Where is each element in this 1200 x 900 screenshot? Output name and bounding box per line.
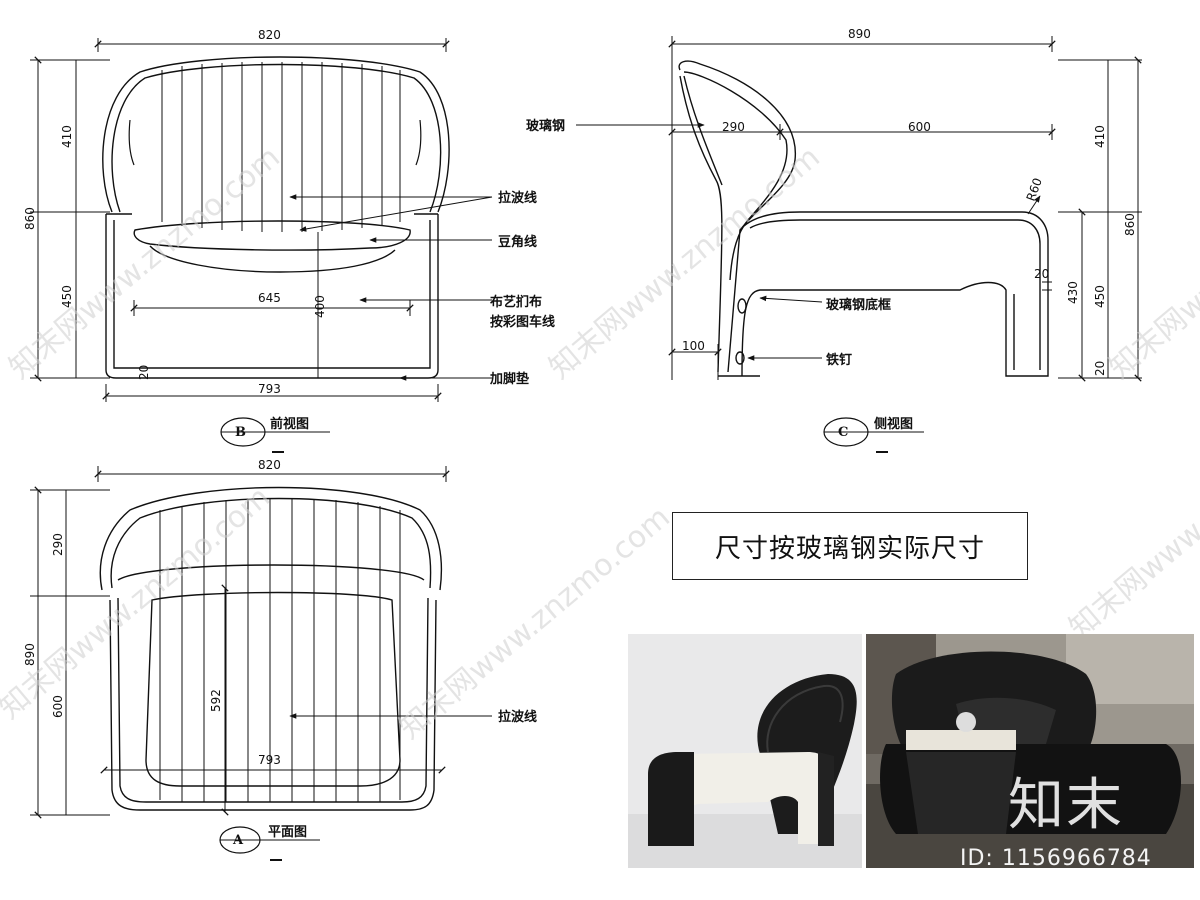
side-dim-leg-width: 100 <box>682 339 705 353</box>
side-labels: 玻璃钢 玻璃钢底框 铁钉 <box>526 118 891 368</box>
front-dim-seat-depth: 400 <box>313 295 327 318</box>
plan-view-title: A 平面图 <box>219 825 320 861</box>
plan-dim-inner-width: 793 <box>258 753 281 767</box>
plan-pleats <box>159 498 401 802</box>
plan-view-marker: A <box>232 833 244 848</box>
plan-dim-back-depth: 290 <box>51 533 65 556</box>
front-labels: 拉波线 豆角线 布艺扪布 按彩图车线 加脚垫 <box>489 190 555 387</box>
label-nail: 铁钉 <box>825 352 852 368</box>
plan-dimensions <box>30 466 450 819</box>
plan-dim-depth-total: 890 <box>23 643 37 666</box>
watermark-4: 知末网www.znzmo.com <box>0 480 277 726</box>
front-back-outline <box>102 56 450 213</box>
side-shell-outline <box>678 60 796 373</box>
front-dim-seat-height: 450 <box>60 285 74 308</box>
side-dim-seat-height: 430 <box>1066 281 1080 304</box>
label-fiberglass-base: 玻璃钢底框 <box>826 297 891 313</box>
front-leg-frame <box>105 214 439 379</box>
label-bean-line: 豆角线 <box>498 234 537 250</box>
watermark-1: 知末网www.znzmo.com <box>3 140 287 386</box>
plan-back-arc <box>99 486 443 591</box>
side-dim-seat-depth: 600 <box>908 120 931 134</box>
front-view-marker: B <box>235 425 246 440</box>
watermark-6: 知末网www.znzmo.com <box>1063 400 1200 646</box>
side-seat-frame <box>739 211 1049 377</box>
side-view-name: 侧视图 <box>874 416 913 432</box>
front-dim-foot: 20 <box>137 365 151 380</box>
side-leaders <box>576 122 823 361</box>
label-wave-line: 拉波线 <box>498 190 537 206</box>
plan-dim-labels: 820 890 290 600 592 793 <box>23 458 281 767</box>
front-leaders <box>289 194 493 381</box>
front-dim-width-top: 820 <box>258 28 281 42</box>
front-view <box>102 56 450 379</box>
front-dim-back-height: 410 <box>60 125 74 148</box>
plan-view-name: 平面图 <box>268 825 307 840</box>
side-view <box>678 60 1049 377</box>
plan-dim-seat-depth: 600 <box>51 695 65 718</box>
label-fabric: 布艺扪布 <box>490 294 542 310</box>
side-view-title: C 侧视图 <box>823 416 924 453</box>
front-view-title: B 前视图 <box>220 416 330 453</box>
side-dim-radius: R60 <box>1024 176 1045 203</box>
watermark-3: 知末网www.znzmo.com <box>1103 140 1200 386</box>
side-dim-leg-height: 450 <box>1093 285 1107 308</box>
plan-seat-outline <box>109 599 437 811</box>
front-dim-width-bottom: 793 <box>258 382 281 396</box>
side-dim-labels: 890 290 600 R60 20 430 450 860 410 20 10… <box>682 27 1137 376</box>
plan-dim-width: 820 <box>258 458 281 472</box>
note-text: 尺寸按玻璃钢实际尺寸 <box>714 533 985 564</box>
front-view-name: 前视图 <box>270 416 309 432</box>
interior-photo <box>866 634 1194 868</box>
front-pleats <box>161 62 401 232</box>
plan-label-wave-line: 拉波线 <box>498 709 537 725</box>
label-fiberglass: 玻璃钢 <box>526 118 565 134</box>
side-dim-height-total: 860 <box>1123 213 1137 236</box>
side-dim-back-depth: 290 <box>722 120 745 134</box>
front-dim-height-total: 860 <box>23 207 37 230</box>
side-dim-gap: 20 <box>1034 267 1049 281</box>
front-dimensions <box>30 38 450 402</box>
note-box: 尺寸按玻璃钢实际尺寸 <box>672 512 1028 580</box>
interior-photo-illustration <box>866 634 1194 868</box>
side-dim-back-height: 410 <box>1093 125 1107 148</box>
label-foot-pad: 加脚垫 <box>489 371 529 387</box>
side-dim-depth-total: 890 <box>848 27 871 41</box>
image-id-label: ID: 1156966784 <box>960 846 1152 871</box>
product-photo-illustration <box>628 674 862 868</box>
side-dim-foot: 20 <box>1093 361 1107 376</box>
front-dim-labels: 820 860 410 450 645 400 20 793 <box>23 28 327 396</box>
front-seat-cushion <box>133 220 411 251</box>
side-dimensions <box>668 36 1142 382</box>
label-fabric-note: 按彩图车线 <box>490 314 555 330</box>
product-photo <box>628 634 862 868</box>
brand-logo: 知末 <box>1008 773 1124 838</box>
side-view-marker: C <box>838 425 848 440</box>
plan-dim-inner-depth: 592 <box>209 689 223 712</box>
front-dim-inner-width: 645 <box>258 291 281 305</box>
